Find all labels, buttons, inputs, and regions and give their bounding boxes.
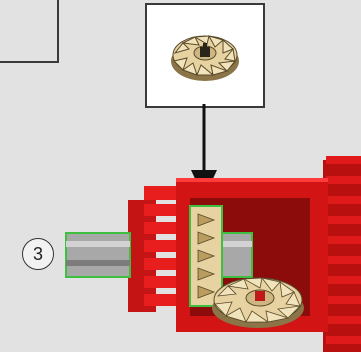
tan-bevel-gear-icon bbox=[171, 35, 239, 81]
tan-bevel-gear-icon bbox=[212, 277, 304, 328]
previous-step-panel bbox=[0, 0, 59, 63]
part-callout-box bbox=[145, 3, 265, 108]
gray-axle-icon bbox=[65, 232, 253, 278]
tan-bevel-gear-icon bbox=[189, 205, 223, 307]
step-number-badge: 3 bbox=[22, 238, 54, 270]
red-spur-gear-icon bbox=[323, 156, 361, 352]
